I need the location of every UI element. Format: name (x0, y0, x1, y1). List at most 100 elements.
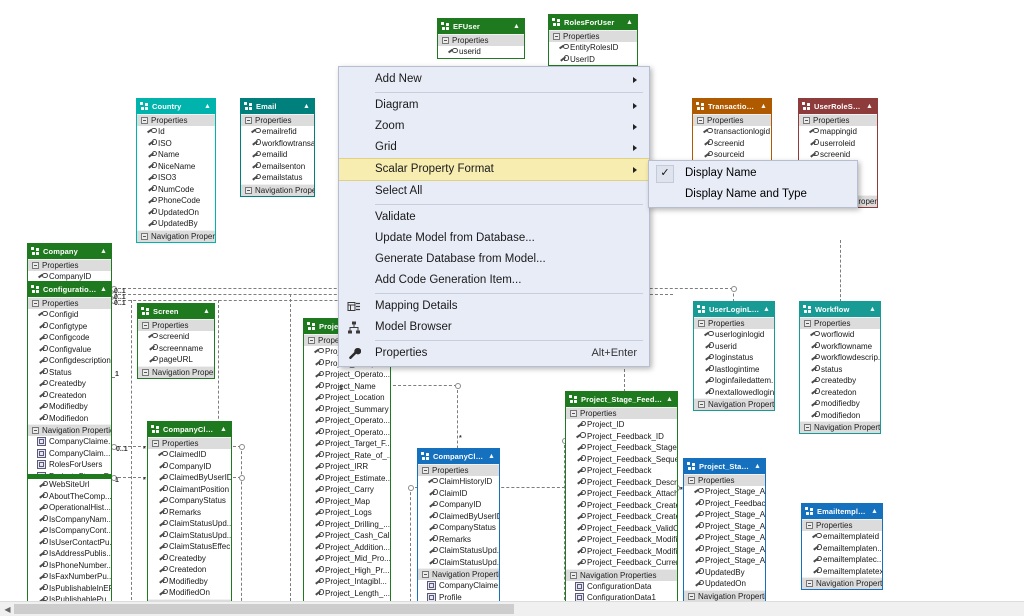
collapse-toggle-icon[interactable] (141, 117, 148, 124)
section-header-properties[interactable]: Properties (28, 297, 111, 309)
property-row[interactable]: CompanyStatus (418, 522, 499, 534)
collapse-toggle-icon[interactable] (245, 186, 252, 194)
property-row[interactable]: IsCompanyCont... (28, 525, 111, 537)
property-row[interactable]: Id (137, 126, 215, 138)
property-row[interactable]: ClaimStatusUpd... (148, 530, 231, 542)
property-row[interactable]: IsPhoneNumber... (28, 560, 111, 572)
property-row[interactable]: CompanyID (28, 271, 111, 283)
collapse-toggle-icon[interactable] (32, 427, 39, 434)
property-row[interactable]: Project_Target_F... (304, 438, 390, 450)
property-row[interactable]: ClaimStatusUpd... (418, 557, 499, 569)
property-row[interactable]: transactionlogid (693, 126, 771, 138)
property-row[interactable]: IsCompanyNam... (28, 514, 111, 526)
section-header-navigation-properties[interactable]: Navigation Properties (241, 183, 314, 196)
property-row[interactable]: UpdatedOn (684, 578, 765, 590)
property-row[interactable]: lastlogintime (694, 364, 774, 376)
property-row[interactable]: createdby (800, 375, 880, 387)
property-row[interactable]: Project_Operato... (304, 415, 390, 427)
menu-item-diagram[interactable]: Diagram (339, 95, 649, 116)
property-row[interactable]: emailrefid (241, 126, 314, 138)
property-row[interactable]: Project_Stage_At... (684, 544, 765, 556)
property-row[interactable]: Project_ID (566, 419, 677, 431)
collapse-toggle-icon[interactable] (142, 368, 149, 376)
collapse-toggle-icon[interactable] (698, 320, 705, 327)
section-header-properties[interactable]: Properties (549, 30, 637, 42)
menu-item-add-new[interactable]: Add New (339, 69, 649, 90)
collapse-toggle-icon[interactable] (442, 37, 449, 44)
collapse-toggle-icon[interactable] (570, 571, 577, 579)
property-row[interactable]: Project_Feedbac... (684, 498, 765, 510)
property-row[interactable]: screenid (138, 331, 214, 343)
property-row[interactable]: worflowid (800, 329, 880, 341)
property-row[interactable]: ClaimStatusUpd... (148, 518, 231, 530)
property-row[interactable]: IsUserContactPu... (28, 537, 111, 549)
chevron-up-icon[interactable]: ▲ (219, 426, 227, 433)
collapse-toggle-icon[interactable] (141, 232, 148, 240)
section-header-navigation-properties[interactable]: Navigation Properties (802, 577, 882, 589)
property-row[interactable]: Project_Addition... (304, 542, 390, 554)
entity-project-stage-[interactable]: Project_Stage_...▲PropertiesProject_Stag… (683, 458, 766, 614)
property-row[interactable]: emailtemplaten... (802, 543, 882, 555)
property-row[interactable]: Project_Stage_At... (684, 555, 765, 567)
property-row[interactable]: ClaimedByUserID (418, 511, 499, 523)
menu-item-grid[interactable]: Grid (339, 137, 649, 158)
submenu-item-display-name-and-type[interactable]: Display Name and Type (649, 184, 857, 205)
property-row[interactable]: userid (694, 341, 774, 353)
property-row[interactable]: NiceName (137, 161, 215, 173)
property-row[interactable]: PhoneCode (137, 195, 215, 207)
menu-item-update-model-from-database[interactable]: Update Model from Database... (339, 228, 649, 249)
property-row[interactable]: Project_Feedback_Descri... (566, 477, 677, 489)
property-row[interactable]: Project_Intagibl... (304, 576, 390, 588)
property-row[interactable]: Configdescription (28, 355, 111, 367)
property-row[interactable]: Project_Logs (304, 507, 390, 519)
property-row[interactable]: Createdon (28, 390, 111, 402)
collapse-toggle-icon[interactable] (803, 117, 810, 124)
collapse-toggle-icon[interactable] (32, 300, 39, 307)
property-row[interactable]: Name (137, 149, 215, 161)
section-header-navigation-properties[interactable]: Navigation Properties (137, 229, 215, 242)
chevron-up-icon[interactable]: ▲ (487, 453, 495, 460)
entity-header[interactable]: Project_Stage_Feedback▲ (566, 392, 677, 407)
section-header-properties[interactable]: Properties (694, 317, 774, 329)
property-row[interactable]: screenid (693, 138, 771, 150)
property-row[interactable]: Project_Stage_At... (684, 486, 765, 498)
entity-header[interactable]: UserRoleScree...▲ (799, 99, 877, 114)
property-row[interactable]: Project_Drilling_... (304, 519, 390, 531)
property-row[interactable]: Project_Summary (304, 404, 390, 416)
collapse-toggle-icon[interactable] (245, 117, 252, 124)
collapse-toggle-icon[interactable] (570, 410, 577, 417)
entity-email[interactable]: Email▲Propertiesemailrefidworkflowtransa… (240, 98, 315, 197)
property-row[interactable]: Project_High_Pr... (304, 565, 390, 577)
entity-header[interactable]: Project_Stage_...▲ (684, 459, 765, 474)
property-row[interactable]: CompanyClaime... (418, 580, 499, 592)
property-row[interactable]: Remarks (418, 534, 499, 546)
section-header-navigation-properties[interactable]: Navigation Properties (138, 365, 214, 378)
property-row[interactable]: emailtemplatetext (802, 566, 882, 578)
collapse-toggle-icon[interactable] (804, 320, 811, 327)
entity-header[interactable]: EFUser▲ (438, 19, 524, 34)
collapse-toggle-icon[interactable] (142, 322, 149, 329)
entity-header[interactable]: CompanyClai...▲ (418, 449, 499, 464)
property-row[interactable]: loginfailedattem... (694, 375, 774, 387)
property-row[interactable]: Project_Carry (304, 484, 390, 496)
collapse-toggle-icon[interactable] (308, 337, 315, 344)
property-row[interactable]: Project_Mid_Pro... (304, 553, 390, 565)
property-row[interactable]: Project_IRR (304, 461, 390, 473)
property-row[interactable]: ClaimedID (148, 449, 231, 461)
property-row[interactable]: IsAddressPublis... (28, 548, 111, 560)
property-row[interactable]: Project_Operato... (304, 369, 390, 381)
property-row[interactable]: ConfigurationData (566, 581, 677, 593)
section-header-navigation-properties[interactable]: Navigation Properties (684, 589, 765, 602)
menu-item-scalar-property-format[interactable]: Scalar Property Format (339, 158, 649, 181)
property-row[interactable]: emailtemplateid (802, 531, 882, 543)
